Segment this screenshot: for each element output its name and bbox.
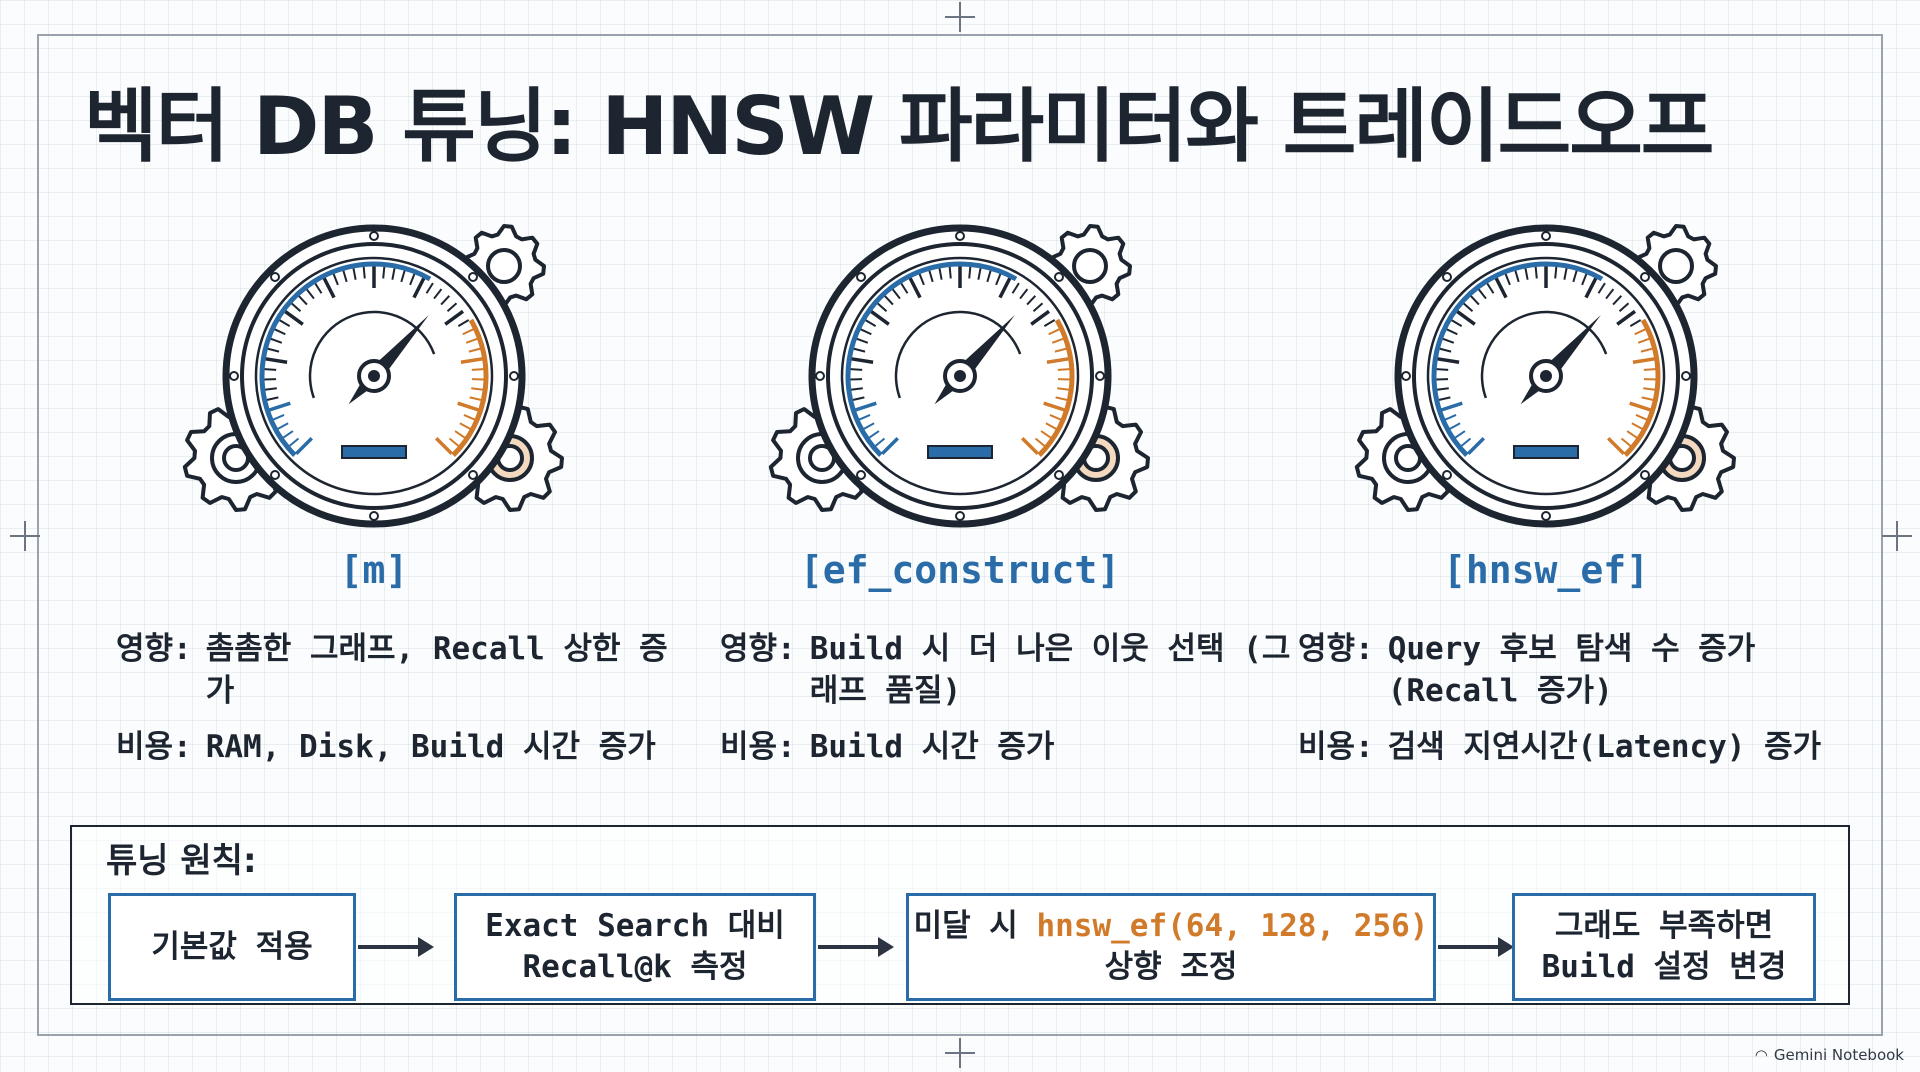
cost-row: 비용: Build 시간 증가 (720, 726, 1300, 768)
step-prefix: 미달 시 (913, 908, 1037, 944)
crosshair-bottom-h (945, 1052, 975, 1054)
desc-ef-construct: 영향: Build 시 더 나은 이웃 선택 (그래프 품질) 비용: Buil… (720, 628, 1300, 782)
arrow-right-icon (818, 937, 894, 957)
param-label-hnsw-ef: [hnsw_ef] (1443, 548, 1649, 592)
step-text-line1: 미달 시 hnsw_ef(64, 128, 256) (914, 906, 1429, 947)
crosshair-top-h (945, 16, 975, 18)
arrow-right-icon (358, 937, 434, 957)
desc-m: 영향: 촘촘한 그래프, Recall 상한 증가 비용: RAM, Disk,… (116, 628, 696, 782)
gauge-ef-construct (760, 218, 1160, 528)
step-text: 기본값 적용 (151, 928, 313, 965)
gauge-m (174, 218, 574, 528)
effect-key: 영향: (116, 631, 192, 667)
notebook-logo-icon: ◠ (1754, 1046, 1768, 1064)
effect-key: 영향: (1298, 631, 1374, 667)
cost-value: RAM, Disk, Build 시간 증가 (205, 729, 656, 765)
effect-row: 영향: Build 시 더 나은 이웃 선택 (그래프 품질) (720, 628, 1300, 712)
gauge-drawing (768, 224, 1150, 528)
step-measure-recall: Exact Search 대비 Recall@k 측정 (454, 893, 816, 1001)
step-change-build: 그래도 부족하면 Build 설정 변경 (1512, 893, 1816, 1001)
cost-key: 비용: (720, 729, 796, 765)
effect-row: 영향: 촘촘한 그래프, Recall 상한 증가 (116, 628, 696, 712)
step-text-line2: Recall@k 측정 (522, 949, 748, 985)
gauge-drawing (1354, 224, 1736, 528)
cost-row: 비용: RAM, Disk, Build 시간 증가 (116, 726, 696, 768)
tuning-principle-box: 튜닝 원칙: 기본값 적용 Exact Search 대비 Recall@k 측… (70, 825, 1850, 1005)
cost-row: 비용: 검색 지연시간(Latency) 증가 (1298, 726, 1878, 768)
step-highlight: hnsw_ef(64, 128, 256) (1036, 908, 1429, 944)
step-text-line2: 상향 조정 (1104, 949, 1238, 985)
effect-key: 영향: (720, 631, 796, 667)
effect-value: 촘촘한 그래프, Recall 상한 증가 (205, 631, 668, 709)
cost-value: Build 시간 증가 (809, 729, 1055, 765)
step-text-line2: Build 설정 변경 (1541, 949, 1787, 985)
param-label-m: [m] (339, 548, 409, 592)
gauge-drawing (182, 224, 564, 528)
cost-key: 비용: (1298, 729, 1374, 765)
effect-value: Build 시 더 나은 이웃 선택 (그래프 품질) (809, 631, 1291, 709)
crosshair-right-v (1896, 521, 1898, 551)
cost-key: 비용: (116, 729, 192, 765)
cost-value: 검색 지연시간(Latency) 증가 (1387, 729, 1822, 765)
step-text-line1: 그래도 부족하면 (1554, 908, 1774, 944)
step-text-line1: Exact Search 대비 (485, 908, 785, 944)
watermark: ◠ Gemini Notebook (1755, 1046, 1904, 1064)
effect-row: 영향: Query 후보 탐색 수 증가 (Recall 증가) (1298, 628, 1878, 712)
step-raise-hnsw-ef: 미달 시 hnsw_ef(64, 128, 256) 상향 조정 (906, 893, 1436, 1001)
principle-title: 튜닝 원칙: (106, 841, 257, 881)
gauge-hnsw-ef (1346, 218, 1746, 528)
page-title: 벡터 DB 튜닝: HNSW 파라미터와 트레이드오프 (84, 80, 1714, 173)
desc-hnsw-ef: 영향: Query 후보 탐색 수 증가 (Recall 증가) 비용: 검색 … (1298, 628, 1878, 782)
arrow-right-icon (1438, 937, 1514, 957)
param-label-ef-construct: [ef_construct] (799, 548, 1121, 592)
step-apply-default: 기본값 적용 (108, 893, 356, 1001)
crosshair-left-v (24, 521, 26, 551)
watermark-text: Gemini Notebook (1773, 1046, 1904, 1064)
effect-value: Query 후보 탐색 수 증가 (Recall 증가) (1387, 631, 1756, 709)
